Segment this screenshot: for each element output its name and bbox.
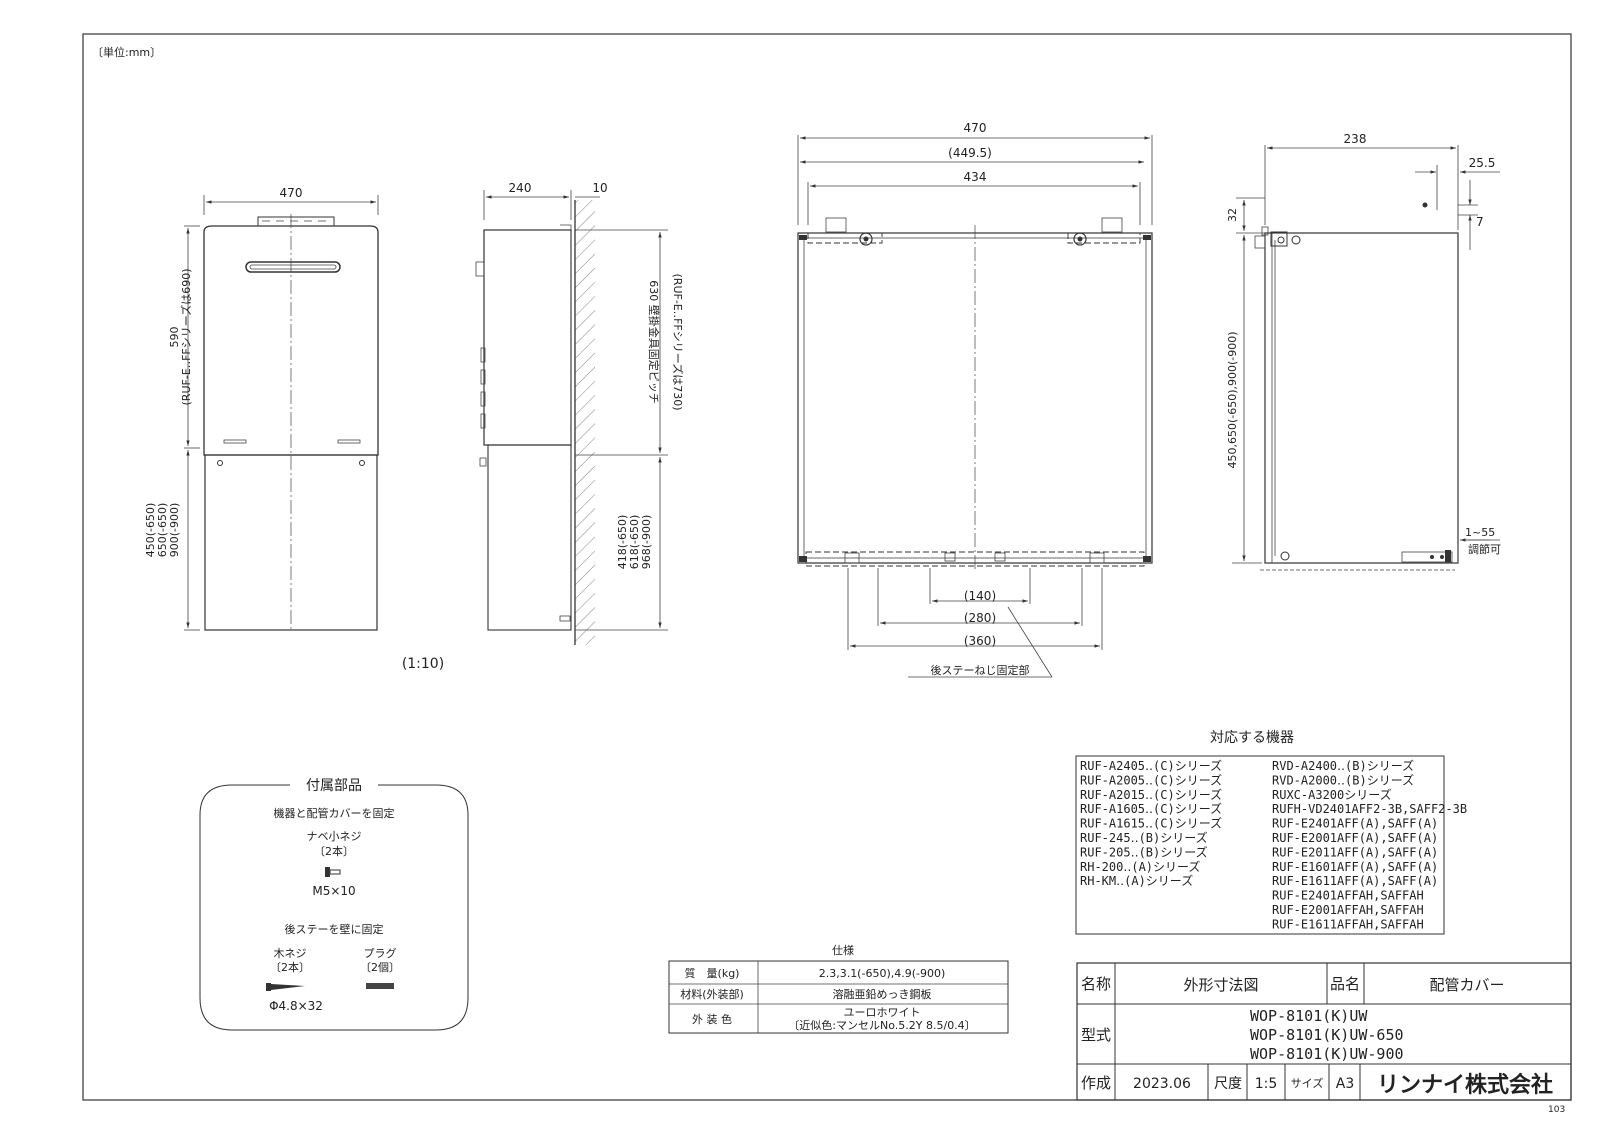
- name-label: 名称: [1081, 975, 1111, 993]
- compat-right-item-7: RUF-E1601AFF(A),SAFF(A): [1272, 860, 1438, 874]
- unit-label: 〔単位:mm〕: [92, 45, 161, 59]
- front-lower-dim-3: 900(-900): [168, 503, 181, 558]
- compat-right-item-5: RUF-E2001AFF(A),SAFF(A): [1272, 831, 1438, 845]
- accessories-box: 付属部品 機器と配管カバーを固定 ナベ小ネジ 〔2本〕 M5×10 後ステーを壁…: [199, 778, 469, 1031]
- size-value: A3: [1336, 1076, 1354, 1092]
- wood-screw-size: Φ4.8×32: [269, 999, 323, 1013]
- spec-value-mass: 2.3,3.1(-650),4.9(-900): [819, 967, 946, 980]
- top-width-470: 470: [964, 121, 987, 135]
- compat-right-item-2: RUXC-A3200シリーズ: [1272, 787, 1392, 802]
- compat-right-item-3: RUFH-VD2401AFF2-3B,SAFF2-3B: [1272, 802, 1467, 816]
- spec-label-color: 外 装 色: [692, 1012, 732, 1026]
- plug-icon: [366, 983, 394, 989]
- spec-table: 仕様 質 量(kg) 2.3,3.1(-650),4.9(-900) 材料(外装…: [668, 943, 1009, 1034]
- side-pitch-note: (RUF-E‥FFシリーズは730): [671, 274, 685, 411]
- front-width-dim: 470: [280, 186, 303, 200]
- sheet-border: [82, 33, 1572, 1101]
- scale-value: 1:5: [1255, 1076, 1278, 1092]
- pan-screw-name: ナベ小ネジ: [307, 830, 362, 843]
- wood-screw-icon: [266, 983, 305, 991]
- compat-left-item-6: RUF-205‥(B)シリーズ: [1080, 844, 1208, 859]
- top-width-449: (449.5): [948, 146, 992, 160]
- plug-qty: 〔2個〕: [360, 961, 400, 974]
- side-offset-25: 25.5: [1469, 156, 1496, 170]
- adjust-label: 調節可: [1468, 542, 1501, 556]
- made-label: 作成: [1081, 1074, 1111, 1092]
- front-lower-dim-2: 650(-650): [156, 503, 169, 558]
- compat-right-item-10: RUF-E2001AFFAH,SAFFAH: [1272, 903, 1424, 917]
- bottom-dim-360: (360): [964, 634, 996, 648]
- spec-value-color: ユーロホワイト: [844, 1006, 921, 1019]
- compat-left-item-4: RUF-A1615‥(C)シリーズ: [1080, 816, 1222, 831]
- side-lower-dim-1: 418(-650): [616, 515, 629, 570]
- compat-left-item-8: RH-KM‥(A)シリーズ: [1080, 873, 1193, 888]
- front-upper-note: (RUF-E‥FFシリーズは690): [179, 269, 193, 406]
- compat-left-item-1: RUF-A2005‥(C)シリーズ: [1080, 772, 1222, 787]
- spec-value-material: 溶融亜鉛めっき鋼板: [833, 987, 932, 1001]
- compat-right-item-6: RUF-E2011AFF(A),SAFF(A): [1272, 845, 1438, 859]
- spec-label-mass: 質 量(kg): [685, 966, 740, 980]
- side-view-small: 240 10 630 壁掛金具固定ピッチ (RUF-E‥FFシリーズは730) …: [475, 181, 685, 645]
- compat-right-item-0: RVD-A2400‥(B)シリーズ: [1272, 758, 1414, 773]
- side-depth-238: 238: [1344, 132, 1367, 146]
- compat-right-item-1: RVD-A2000‥(B)シリーズ: [1272, 772, 1414, 787]
- cover-front-large: 470 (449.5) 434: [797, 121, 1153, 678]
- product-value: 配管カバー: [1429, 976, 1504, 994]
- model-2: WOP-8101(K)UW-650: [1250, 1026, 1404, 1044]
- scale-note: (1:10): [402, 656, 444, 672]
- size-label: サイズ: [1291, 1076, 1324, 1090]
- compat-right-item-11: RUF-E1611AFFAH,SAFFAH: [1272, 917, 1424, 931]
- pan-screw-icon: [325, 867, 341, 877]
- spec-label-material: 材料(外装部): [680, 987, 744, 1001]
- front-lower-dim-1: 450(-650): [144, 503, 157, 558]
- side-lower-dim-2: 618(-650): [628, 515, 641, 570]
- front-upper-dim: 590: [168, 327, 181, 348]
- side-pitch-dim: 630 壁掛金具固定ピッチ: [647, 280, 661, 404]
- compat-left-item-7: RH-200‥(A)シリーズ: [1080, 859, 1200, 874]
- spec-value-color-approx: 〔近似色:マンセルNo.5.2Y 8.5/0.4〕: [788, 1018, 975, 1032]
- model-3: WOP-8101(K)UW-900: [1250, 1045, 1404, 1063]
- compat-title: 対応する機器: [1210, 730, 1294, 746]
- cover-side-large: 238 25.5 7 32 450,650(-650),900(-9: [1226, 132, 1501, 571]
- side-gap-dim: 10: [592, 181, 607, 195]
- side-small-7: 7: [1476, 215, 1484, 229]
- side-depth-dim: 240: [509, 181, 532, 195]
- wall-fix-title: 後ステーを壁に固定: [285, 922, 384, 936]
- adjust-range: 1~55: [1465, 526, 1495, 539]
- top-width-434: 434: [964, 170, 987, 184]
- compat-left-item-3: RUF-A1605‥(C)シリーズ: [1080, 801, 1222, 816]
- compat-left-item-2: RUF-A2015‥(C)シリーズ: [1080, 787, 1222, 802]
- pan-screw-qty: 〔2本〕: [314, 844, 354, 858]
- stay-fix-label: 後ステーねじ固定部: [931, 663, 1030, 677]
- accessories-title: 付属部品: [306, 778, 362, 794]
- plug-name: プラグ: [364, 946, 397, 960]
- side-height-dim: 450,650(-650),900(-900): [1226, 331, 1239, 468]
- side-lower-dim-3: 968(-900): [640, 515, 653, 570]
- compatible-models: 対応する機器 RUF-A2405‥(C)シリーズRUF-A2005‥(C)シリー…: [1075, 730, 1467, 935]
- spec-title: 仕様: [832, 943, 854, 957]
- company-logo-text: リンナイ株式会社: [1377, 1072, 1553, 1098]
- page-number: 103: [1548, 1105, 1565, 1115]
- title-block: 名称 外形寸法図 品名 配管カバー 型式 WOP-8101(K)UW WOP-8…: [1076, 962, 1572, 1101]
- bottom-dim-140: (140): [964, 589, 996, 603]
- made-value: 2023.06: [1133, 1076, 1191, 1092]
- compat-right-item-8: RUF-E1611AFF(A),SAFF(A): [1272, 874, 1438, 888]
- wood-screw-name: 木ネジ: [274, 947, 307, 960]
- model-1: WOP-8101(K)UW: [1250, 1007, 1368, 1025]
- compat-right-item-9: RUF-E2401AFFAH,SAFFAH: [1272, 889, 1424, 903]
- product-label: 品名: [1330, 975, 1360, 993]
- name-value: 外形寸法図: [1183, 976, 1258, 994]
- bottom-dim-280: (280): [964, 611, 996, 625]
- compat-left-item-5: RUF-245‥(B)シリーズ: [1080, 830, 1208, 845]
- pan-screw-size: M5×10: [312, 884, 355, 898]
- scale-label: 尺度: [1214, 1076, 1242, 1092]
- compat-left-item-0: RUF-A2405‥(C)シリーズ: [1080, 758, 1222, 773]
- model-label: 型式: [1081, 1026, 1111, 1044]
- wood-screw-qty: 〔2本〕: [270, 960, 310, 974]
- front-view-small: 470 590 (RUF-E‥FFシリーズは690) 450(-650) 650…: [144, 186, 379, 631]
- fix-title: 機器と配管カバーを固定: [274, 806, 395, 820]
- compat-right-item-4: RUF-E2401AFF(A),SAFF(A): [1272, 817, 1438, 831]
- side-top-32: 32: [1226, 208, 1239, 222]
